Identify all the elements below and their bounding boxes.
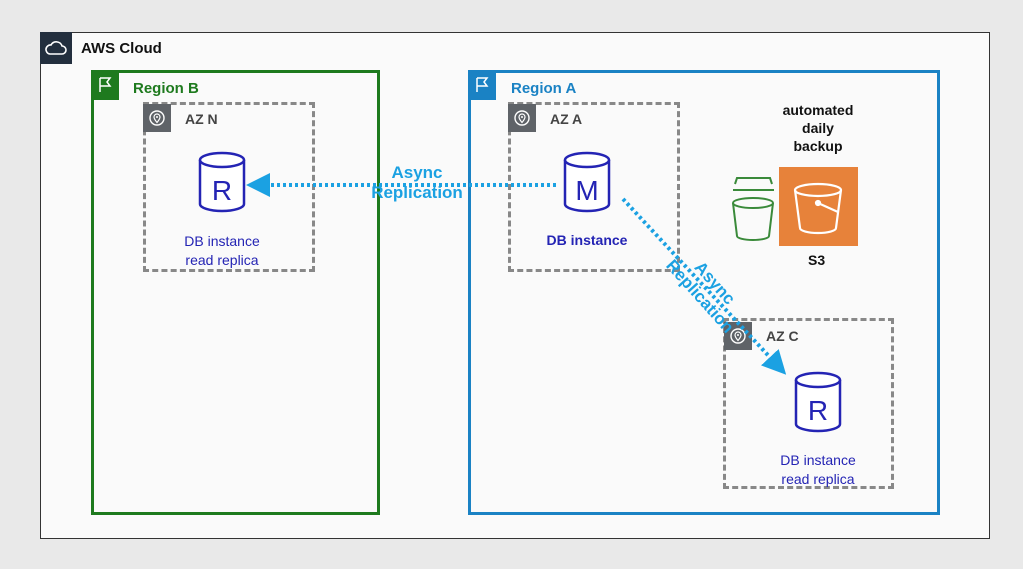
az-n-title: AZ N [185, 111, 218, 127]
flag-icon [476, 77, 489, 92]
az-c-badge [724, 322, 752, 350]
backup-label-line3: backup [793, 138, 843, 154]
db-read-replica-label: DB instance read replica [160, 232, 284, 270]
location-pin-icon [730, 328, 746, 344]
db-read-replica-icon: R [198, 151, 246, 213]
region-b-title: Region B [133, 80, 199, 97]
db-read-replica-c-icon: R [794, 371, 842, 433]
db-read-replica-c-label: DB instance read replica [756, 451, 880, 489]
az-a-group [508, 102, 680, 272]
region-b-badge [91, 70, 119, 100]
db-read-replica-label-line2: read replica [185, 252, 259, 268]
region-b-group [91, 70, 380, 515]
db-read-replica-c-label-line1: DB instance [780, 452, 856, 468]
db-read-replica-c-label-line2: read replica [781, 471, 855, 487]
backup-bucket-icon [732, 177, 774, 241]
cross-region-replication-line1: Async [391, 163, 443, 182]
db-master-label: DB instance [546, 232, 628, 248]
s3-label: S3 [808, 252, 826, 268]
backup-label-line2: daily [802, 120, 834, 136]
cloud-icon [45, 41, 67, 55]
db-master-icon: M [563, 151, 611, 213]
az-c-group [723, 318, 894, 489]
aws-cloud-title: AWS Cloud [81, 40, 162, 57]
region-a-badge [468, 70, 496, 100]
az-a-badge [508, 104, 536, 132]
cross-region-replication-line2: Replication [371, 183, 463, 202]
db-read-replica-label-line1: DB instance [184, 233, 260, 249]
region-a-group [468, 70, 940, 515]
az-n-badge [143, 104, 171, 132]
backup-label: automated daily backup [758, 101, 878, 155]
az-a-title: AZ A [550, 111, 583, 127]
location-pin-icon [149, 110, 165, 126]
db-read-replica-c-letter: R [808, 395, 828, 426]
cross-region-replication-label: Async Replication [352, 163, 482, 203]
backup-label-line1: automated [782, 102, 854, 118]
location-pin-icon [514, 110, 530, 126]
cross-az-replication-arrow [621, 197, 787, 375]
region-a-title: Region A [511, 80, 577, 97]
s3-bucket-glyph-icon [793, 182, 843, 235]
aws-cloud-badge [40, 32, 72, 64]
db-master-letter: M [575, 175, 598, 206]
db-read-replica-letter: R [212, 175, 232, 206]
flag-icon [99, 77, 112, 92]
az-c-title: AZ C [766, 328, 799, 344]
